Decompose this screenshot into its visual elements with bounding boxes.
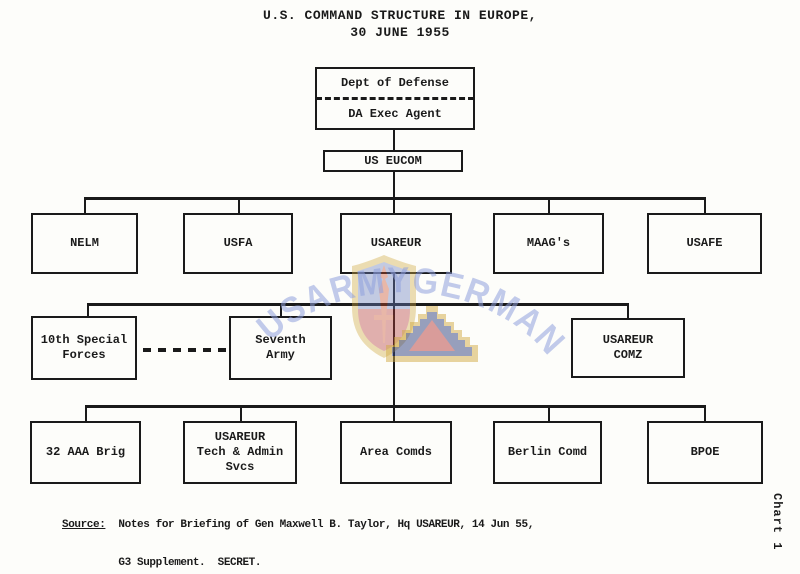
org-box-usfa: USFA [183, 213, 293, 274]
drop-special-forces [87, 305, 89, 316]
drop-bpoe [704, 407, 706, 421]
org-label-seventh-army: Seventh Army [255, 333, 306, 362]
org-box-berlin-comd: Berlin Comd [493, 421, 602, 484]
drop-usafe [704, 199, 706, 213]
org-box-area-comds: Area Comds [340, 421, 452, 484]
org-label-usfa: USFA [223, 236, 253, 250]
source-line1: Notes for Briefing of Gen Maxwell B. Tay… [118, 519, 534, 531]
org-label-bpoe: BPOE [690, 445, 720, 459]
org-label-usareur: USAREUR [370, 236, 422, 250]
org-label-maags: MAAG's [526, 236, 571, 250]
org-label-dept-of-defense: Dept of Defense [340, 75, 450, 90]
source-line2: G3 Supplement. SECRET. [118, 557, 262, 569]
org-label-usareur-tech-admin: USAREUR Tech & Admin Svcs [196, 430, 284, 474]
org-box-10th-special-forces: 10th Special Forces [31, 316, 137, 380]
title-line1: U.S. COMMAND STRUCTURE IN EUROPE, [263, 8, 537, 23]
org-label-area-comds: Area Comds [359, 445, 432, 459]
drop-usareur-comz [627, 305, 629, 318]
org-box-usafe: USAFE [647, 213, 762, 274]
org-box-seventh-army: Seventh Army [229, 316, 332, 380]
org-box-maags: MAAG's [493, 213, 604, 274]
org-box-nelm: NELM [31, 213, 138, 274]
source-text: Notes for Briefing of Gen Maxwell B. Tay… [118, 516, 534, 573]
org-box-usareur: USAREUR [340, 213, 452, 274]
org-box-usareur-tech-admin: USAREUR Tech & Admin Svcs [183, 421, 297, 484]
chart-number-label: Chart 1 [770, 493, 784, 551]
drop-seventh-army [280, 305, 282, 316]
org-label-32-aaa-brig: 32 AAA Brig [45, 445, 126, 459]
title-line2: 30 JUNE 1955 [350, 25, 450, 40]
connector-eucom-bus [393, 172, 395, 213]
page-title: U.S. COMMAND STRUCTURE IN EUROPE, 30 JUN… [0, 7, 800, 41]
org-box-dept-of-defense: Dept of Defense DA Exec Agent [315, 67, 475, 130]
drop-aaa-brig [85, 407, 87, 421]
dashed-divider [316, 97, 474, 100]
org-box-bpoe: BPOE [647, 421, 763, 484]
drop-berlin-comd [548, 407, 550, 421]
spine-usareur [393, 274, 395, 421]
drop-nelm [84, 199, 86, 213]
org-label-usafe: USAFE [686, 236, 723, 250]
org-label-berlin-comd: Berlin Comd [507, 445, 588, 459]
bus-row2 [84, 197, 706, 200]
drop-maags [548, 199, 550, 213]
org-label-da-exec-agent: DA Exec Agent [348, 106, 442, 121]
source-label: Source: [62, 519, 106, 531]
bus-row4 [85, 405, 706, 408]
org-label-usareur-comz: USAREUR COMZ [602, 333, 654, 362]
drop-tech-admin [240, 407, 242, 421]
org-label-us-eucom: US EUCOM [364, 153, 422, 168]
bus-row3 [87, 303, 629, 306]
drop-usfa [238, 199, 240, 213]
connector-dod-eucom [393, 128, 395, 152]
org-box-usareur-comz: USAREUR COMZ [571, 318, 685, 378]
org-box-us-eucom: US EUCOM [323, 150, 463, 172]
seventh-army-patch-icon [386, 306, 478, 362]
dashed-link-sf-seventh-army [143, 348, 227, 352]
source-note: Source: Notes for Briefing of Gen Maxwel… [62, 516, 534, 573]
org-label-10th-special-forces: 10th Special Forces [40, 333, 128, 362]
org-box-32-aaa-brig: 32 AAA Brig [30, 421, 141, 484]
org-label-nelm: NELM [70, 236, 99, 250]
